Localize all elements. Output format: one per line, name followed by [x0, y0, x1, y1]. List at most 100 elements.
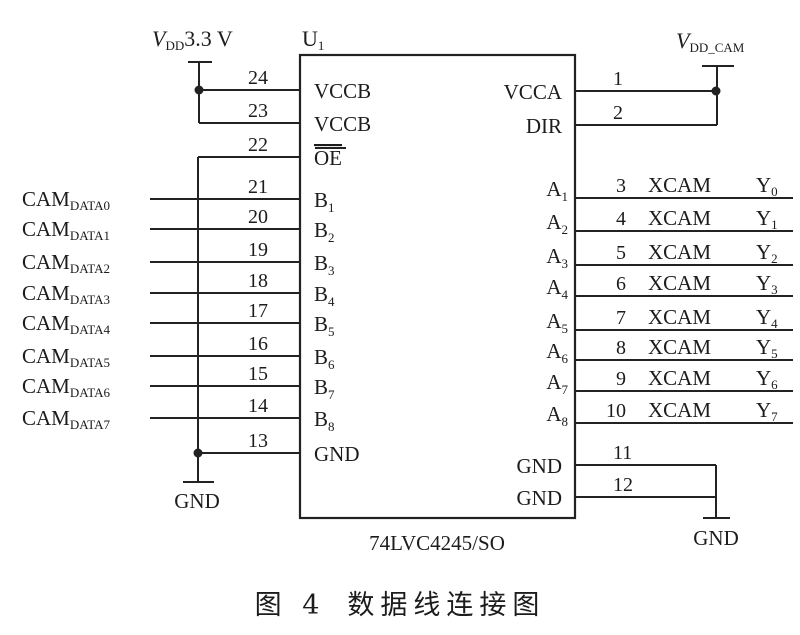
right-pin: 6 A4 XCAM Y3 [546, 271, 793, 302]
pin-name: B4 [314, 282, 335, 309]
ground-label-left: GND [174, 489, 220, 513]
pin-name: A3 [546, 244, 568, 271]
net-label: CAMDATA5 [22, 344, 110, 370]
pin-name: A8 [546, 402, 568, 429]
pin-name: B6 [314, 345, 335, 372]
net-label: CAMDATA0 [22, 187, 110, 213]
net-index-label: Y1 [756, 206, 778, 232]
pin-name: OE [314, 146, 342, 170]
net-label: XCAM [648, 305, 711, 329]
pin-name: B8 [314, 407, 335, 434]
right-ground-net: GND [575, 464, 739, 550]
net-index-label: Y3 [756, 271, 778, 297]
pin-name: A1 [546, 177, 568, 204]
junction-dot [711, 86, 721, 96]
pin-name: A4 [546, 275, 568, 302]
pin-number: 16 [248, 333, 268, 355]
pin-number: 12 [613, 474, 633, 496]
net-label: CAMDATA4 [22, 311, 110, 337]
vdd-b-label: VDD3.3 V [152, 26, 233, 53]
net-index-label: Y6 [756, 366, 778, 392]
pin-number: 6 [616, 273, 626, 295]
pin-number: 14 [248, 395, 268, 417]
right-pin: 7 A5 XCAM Y4 [546, 305, 793, 336]
pin-number: 24 [248, 67, 268, 89]
left-ground-net: GND [174, 156, 300, 513]
pin-name: B3 [314, 251, 335, 278]
pin-number: 20 [248, 206, 268, 228]
net-index-label: Y4 [756, 305, 778, 331]
net-index-label: Y7 [756, 398, 778, 424]
pin-number: 9 [616, 368, 626, 390]
pin-name: VCCB [314, 79, 371, 103]
pin-name: GND [517, 486, 563, 510]
pin-name: A2 [546, 210, 568, 237]
pin-name: B1 [314, 188, 335, 215]
net-index-label: Y2 [756, 240, 778, 266]
pin-number: 18 [248, 270, 268, 292]
net-label: CAMDATA3 [22, 281, 110, 307]
left-power-net [188, 61, 300, 124]
pin-name: A5 [546, 309, 568, 336]
net-label: CAMDATA6 [22, 374, 110, 400]
net-label: XCAM [648, 206, 711, 230]
pin-name: B5 [314, 312, 335, 339]
net-label: XCAM [648, 366, 711, 390]
pin-number: 21 [248, 176, 268, 198]
net-label: XCAM [648, 240, 711, 264]
pin-name: GND [314, 442, 360, 466]
pin-number: 1 [613, 68, 623, 90]
pin-number: 4 [616, 208, 626, 230]
pin-number: 7 [616, 307, 626, 329]
net-index-label: Y0 [756, 173, 778, 199]
net-label: CAMDATA7 [22, 406, 110, 432]
junction-dot [193, 448, 203, 458]
pin-number: 13 [248, 430, 268, 452]
pin-name: A7 [546, 370, 568, 397]
pin-number: 2 [613, 102, 623, 124]
right-pin: 9 A7 XCAM Y6 [546, 366, 793, 397]
net-label: XCAM [648, 173, 711, 197]
pin-number: 10 [606, 400, 626, 422]
pin-number: 5 [616, 242, 626, 264]
pin-name: A6 [546, 339, 568, 366]
pin-number: 11 [613, 442, 632, 464]
pin-name: VCCB [314, 112, 371, 136]
ground-label-right: GND [693, 526, 739, 550]
net-label: XCAM [648, 335, 711, 359]
pin-number: 8 [616, 337, 626, 359]
pin-number: 17 [248, 300, 268, 322]
junction-dot [194, 85, 204, 95]
right-pin: 4 A2 XCAM Y1 [546, 206, 793, 237]
part-number: 74LVC4245/SO [369, 531, 505, 555]
chip-designator: U1 [302, 26, 324, 53]
pin-name: VCCA [504, 80, 563, 104]
pin-name: B2 [314, 218, 335, 245]
left-pin-group: 24VCCB23VCCB22OE21B1CAMDATA020B2CAMDATA1… [22, 67, 371, 466]
pin-number: 23 [248, 100, 268, 122]
right-pin: 10 A8 XCAM Y7 [546, 398, 793, 429]
pin-name: B7 [314, 375, 335, 402]
right-pin: 5 A3 XCAM Y2 [546, 240, 793, 271]
net-label: XCAM [648, 398, 711, 422]
net-label: CAMDATA2 [22, 250, 110, 276]
net-label: XCAM [648, 271, 711, 295]
vdd-cam-label: VDD_CAM [676, 28, 745, 55]
